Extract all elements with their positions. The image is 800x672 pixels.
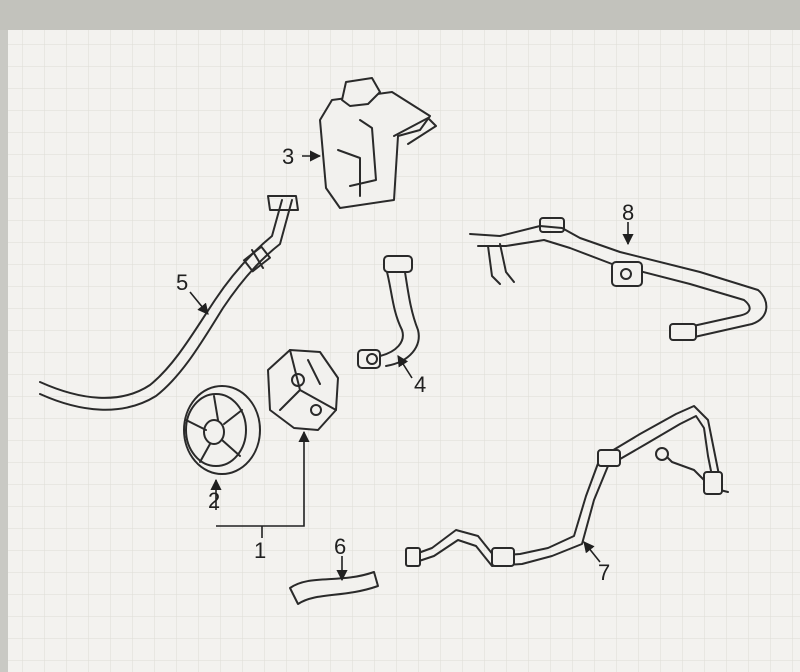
paper-grid	[8, 30, 800, 672]
callout-2: 2	[208, 488, 221, 513]
part-5-hose	[39, 195, 299, 411]
part-6-hose	[289, 571, 379, 605]
part-2-pulley	[183, 385, 261, 475]
callout-5: 5	[176, 270, 189, 295]
callout-6: 6	[334, 534, 347, 559]
callout-7: 7	[598, 560, 611, 585]
callout-3: 3	[282, 144, 295, 169]
leader-lines	[189, 150, 634, 582]
screen-bezel	[0, 0, 800, 30]
callout-1: 1	[254, 538, 267, 563]
part-8-line	[469, 217, 768, 341]
callout-8: 8	[622, 200, 635, 225]
callout-4: 4	[414, 372, 427, 397]
part-7-line	[405, 405, 729, 567]
part-3-reservoir	[319, 77, 437, 209]
part-1-pump	[267, 349, 339, 431]
